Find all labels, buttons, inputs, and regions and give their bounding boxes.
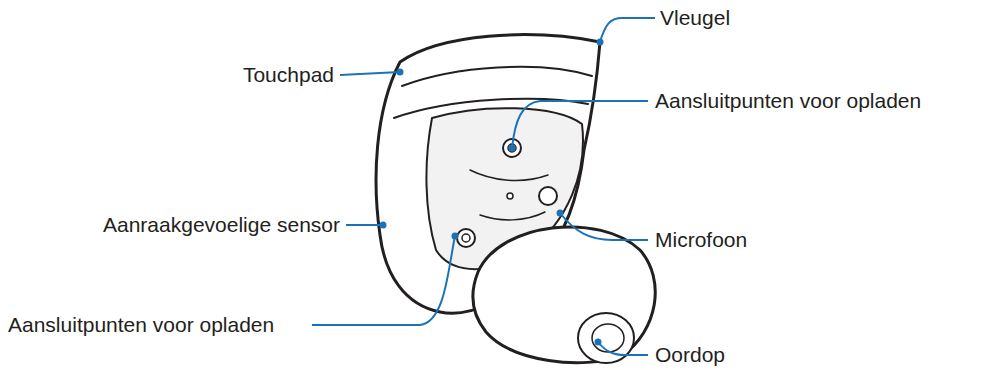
leader-dot bbox=[509, 145, 516, 152]
leader-dot bbox=[452, 233, 459, 240]
part-label: Aansluitpunten voor opladen bbox=[8, 313, 274, 337]
touchpad-ridge bbox=[402, 67, 592, 86]
part-label: Touchpad bbox=[243, 63, 334, 87]
leader-line bbox=[512, 101, 648, 148]
leader-line bbox=[600, 18, 655, 42]
leader-dot bbox=[397, 69, 404, 76]
leader-line bbox=[598, 342, 648, 355]
part-label: Vleugel bbox=[660, 6, 730, 30]
part-label: Aanraakgevoelige sensor bbox=[103, 213, 340, 237]
leader-dot bbox=[557, 210, 564, 217]
leader-line bbox=[312, 236, 455, 325]
part-label: Aansluitpunten voor opladen bbox=[655, 89, 921, 113]
leader-dot bbox=[597, 39, 604, 46]
charging-contact bbox=[457, 229, 475, 247]
ear-tip-nozzle-inner bbox=[592, 324, 624, 352]
leader-dot bbox=[595, 339, 602, 346]
ear-tip bbox=[473, 227, 656, 363]
part-label: Oordop bbox=[655, 343, 725, 367]
leader-dot bbox=[380, 222, 387, 229]
leader-line bbox=[560, 213, 648, 240]
part-label: Microfoon bbox=[655, 228, 747, 252]
leader-line bbox=[340, 72, 400, 75]
face-contour bbox=[470, 170, 548, 220]
touch-sensor bbox=[539, 187, 557, 205]
leader-line bbox=[346, 224, 383, 226]
vent-hole bbox=[507, 193, 513, 199]
charging-contact-inner bbox=[462, 234, 470, 242]
charging-contact-inner bbox=[508, 144, 516, 152]
